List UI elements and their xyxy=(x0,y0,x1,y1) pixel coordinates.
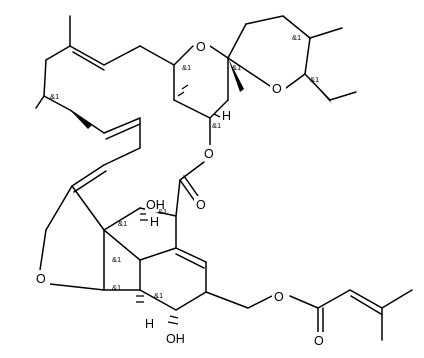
atom-labels: O O O O OH O OH O O H H H xyxy=(34,38,328,348)
stereo-label: &1 xyxy=(310,75,319,84)
atom-o-ester-carbonyl: O xyxy=(314,334,324,348)
stereo-label: &1 xyxy=(50,92,59,101)
stereo-label: &1 xyxy=(212,121,221,130)
atom-h-furan: H xyxy=(145,317,154,331)
atom-o-spiro-b: O xyxy=(272,82,282,96)
stereo-label: &1 xyxy=(182,63,191,72)
stereo-label: &1 xyxy=(292,33,301,42)
atom-oh-upper: OH xyxy=(146,198,165,212)
atom-h-ring-junction: H xyxy=(150,215,159,229)
stereo-labels: &1 &1 &1 &1 &1 &1 &1 &1 &1 &1 &1 xyxy=(50,33,319,300)
atom-o-lactone-carbonyl: O xyxy=(196,198,206,212)
atom-oh-lower: OH xyxy=(166,332,185,346)
atom-o-lactone-ring: O xyxy=(204,147,214,161)
stereo-label: &1 xyxy=(158,207,167,216)
atom-h-spiro: H xyxy=(222,109,231,123)
stereo-label: &1 xyxy=(232,63,241,72)
stereo-label: &1 xyxy=(118,219,127,228)
atom-o-furan: O xyxy=(36,272,46,286)
atom-o-ester: O xyxy=(274,290,284,304)
stereo-label: &1 xyxy=(112,283,121,292)
stereo-label: &1 xyxy=(112,255,121,264)
bond-lines xyxy=(35,15,413,341)
stereo-label: &1 xyxy=(154,291,163,300)
stereo-bond-marks xyxy=(70,58,332,325)
atom-o-spiro-a: O xyxy=(196,40,206,54)
